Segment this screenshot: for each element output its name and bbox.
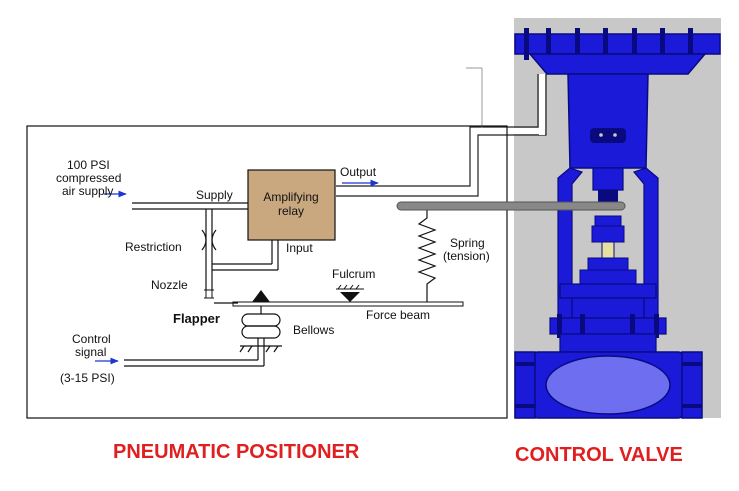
feedback-linkage: [396, 201, 626, 211]
nozzle-line: [201, 209, 279, 290]
flapper-label: Flapper: [173, 311, 220, 326]
nozzle-tip: [204, 289, 214, 299]
supply-text-line2: compressed: [56, 171, 121, 185]
diaphragm-housing: [528, 53, 707, 75]
spring-label-line1: Spring: [450, 236, 485, 250]
body-top-flange: [549, 317, 667, 335]
control-signal-line: [124, 346, 265, 367]
outlet-flange: [681, 351, 703, 419]
output-label: Output: [340, 165, 377, 179]
force-beam-label: Force beam: [366, 308, 430, 322]
supply-line: [132, 202, 248, 210]
relay-label-line1: Amplifying: [263, 190, 318, 204]
fulcrum: [340, 292, 360, 302]
valve-caption: CONTROL VALVE: [515, 444, 683, 466]
supply-text-line1: 100 PSI: [67, 158, 110, 172]
supply-text-line3: air supply: [62, 184, 113, 198]
bellows: [239, 306, 282, 353]
supply-label: Supply: [196, 188, 233, 202]
control-text-line2: signal: [75, 345, 106, 359]
force-beam: [232, 301, 464, 307]
bellows-label: Bellows: [293, 323, 334, 337]
stem-shaft: [601, 241, 615, 259]
flapper-pivot: [252, 290, 270, 302]
spring: [417, 208, 437, 302]
control-signal-description: Control signal (3-15 PSI): [60, 332, 115, 385]
bonnet-flange: [559, 283, 657, 299]
stem-top: [592, 167, 624, 191]
control-text-line3: (3-15 PSI): [60, 371, 115, 385]
amplifying-relay: [247, 169, 336, 241]
stem-connector: [598, 190, 618, 204]
valve-body-port: [545, 355, 671, 415]
supply-description: 100 PSI compressed air supply: [56, 158, 121, 198]
input-label: Input: [286, 241, 313, 255]
control-valve-illustration: [514, 18, 721, 419]
positioner-enclosure: [26, 125, 508, 419]
inlet-flange: [514, 351, 536, 419]
restriction-label: Restriction: [125, 240, 182, 254]
fulcrum-label: Fulcrum: [332, 267, 375, 281]
nozzle-label: Nozzle: [151, 278, 188, 292]
positioner-caption: PNEUMATIC POSITIONER: [113, 441, 360, 463]
yoke-nameplate: [590, 128, 626, 143]
output-air-tube: [336, 74, 547, 197]
yoke-upper: [567, 73, 649, 169]
relay-label-line2: relay: [278, 204, 304, 218]
spring-label-line2: (tension): [443, 249, 490, 263]
control-text-line1: Control: [72, 332, 111, 346]
flange-bolts: [524, 28, 693, 60]
